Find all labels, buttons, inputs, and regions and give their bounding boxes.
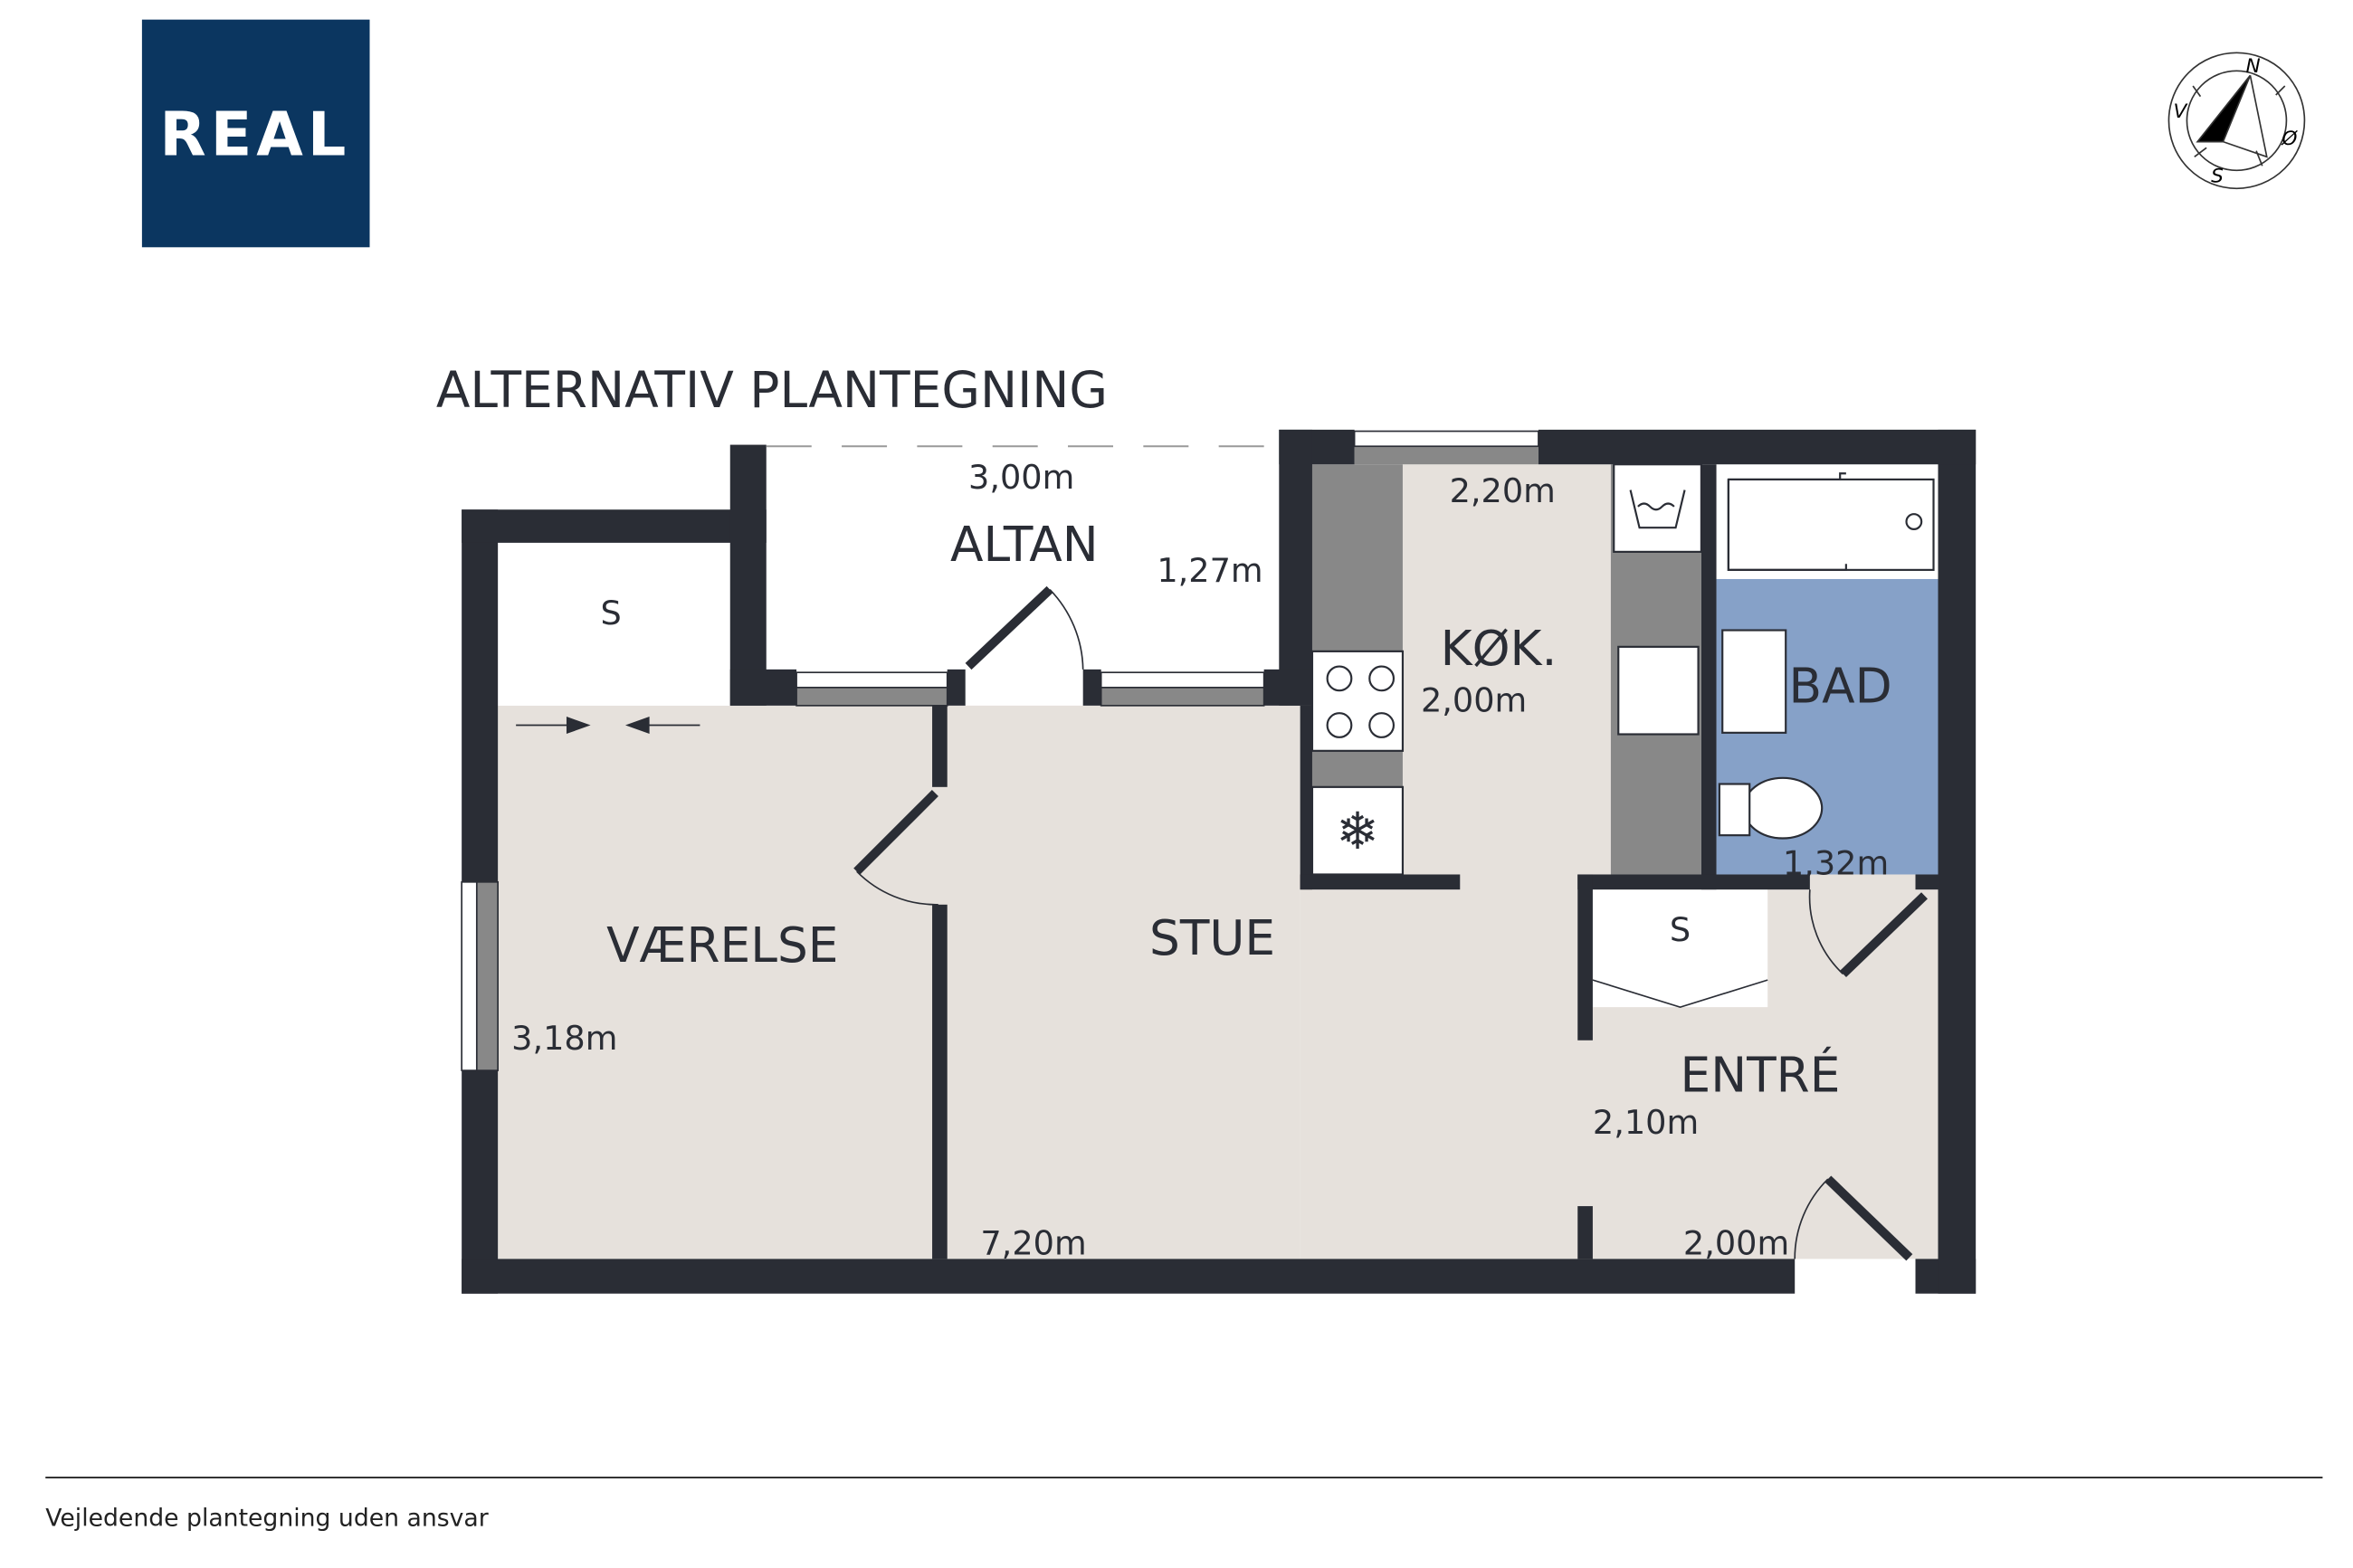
real-logo: REAL xyxy=(141,19,370,248)
room-label-bad: BAD xyxy=(1789,659,1892,715)
windows xyxy=(461,430,1539,1071)
svg-text:V: V xyxy=(2173,100,2188,123)
svg-text:Ø: Ø xyxy=(2281,128,2298,150)
floor-stue-vaerelse xyxy=(498,705,1300,1259)
room-label-kitchen: KØK. xyxy=(1441,621,1558,677)
stove-icon xyxy=(1310,650,1405,752)
svg-text:❄: ❄ xyxy=(1336,802,1378,861)
bathtub-icon xyxy=(1727,478,1935,571)
plan-title: ALTERNATIV PLANTEGNING xyxy=(436,361,1108,419)
svg-text:N: N xyxy=(2245,55,2260,78)
room-label-altan: ALTAN xyxy=(950,517,1099,573)
storage-door xyxy=(1592,979,1768,1008)
faucet-icon xyxy=(1905,513,1923,530)
kitchen-dim: 2,00m xyxy=(1421,681,1527,720)
footer-disclaimer: Vejledende plantegning uden ansvar xyxy=(45,1504,489,1532)
doors xyxy=(516,585,1928,1261)
kitchen-dim-top: 2,20m xyxy=(1450,471,1556,510)
washer-icon xyxy=(1613,463,1702,553)
floor-storage xyxy=(498,542,730,706)
entre-dim-2: 2,00m xyxy=(1683,1223,1789,1262)
bathtub-area xyxy=(1716,464,1939,579)
svg-text:S: S xyxy=(2211,166,2224,188)
altan-width: 3,00m xyxy=(968,458,1074,497)
room-label-entre: ENTRÉ xyxy=(1681,1046,1841,1103)
altan-depth: 1,27m xyxy=(1157,551,1262,590)
bad-dim: 1,32m xyxy=(1783,843,1889,882)
bath-door[interactable] xyxy=(1840,892,1928,978)
room-label-stue: STUE xyxy=(1149,910,1275,966)
svg-text:REAL: REAL xyxy=(159,100,350,170)
room-door[interactable] xyxy=(853,789,938,875)
entre-storage xyxy=(1592,889,1768,1008)
entre-dim-1: 2,10m xyxy=(1593,1103,1699,1142)
room-label-storage: S xyxy=(600,594,621,632)
toilet-icon xyxy=(1742,776,1824,840)
balcony-door[interactable] xyxy=(965,585,1053,670)
floors xyxy=(498,446,1940,1259)
room-label-entre-storage: S xyxy=(1670,910,1691,949)
bath-sink-icon xyxy=(1721,629,1787,734)
room-label-vaerelse: VÆRELSE xyxy=(606,917,838,974)
floor-kitchen xyxy=(1402,464,1611,887)
kitchen-sink-icon xyxy=(1617,645,1700,736)
fridge-icon xyxy=(1310,785,1405,876)
vaerelse-dim: 3,18m xyxy=(511,1019,617,1058)
compass-icon: N V Ø S xyxy=(2167,52,2306,190)
entrance-door[interactable] xyxy=(1824,1175,1913,1261)
stue-dim: 7,20m xyxy=(980,1223,1086,1262)
